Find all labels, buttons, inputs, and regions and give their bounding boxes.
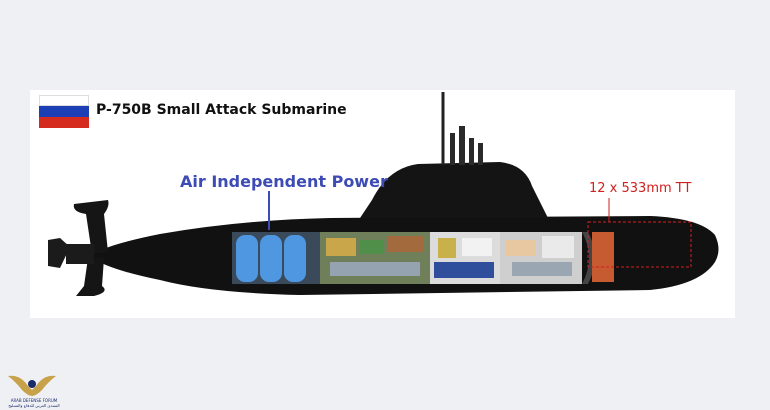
aip-label: Air Independent Power: [180, 172, 388, 191]
upper-rudder: [73, 200, 109, 254]
aip-tank: [260, 235, 282, 282]
periscope-1: [450, 133, 455, 165]
torpedo-room: [592, 232, 614, 282]
bunk-detail: [434, 262, 494, 278]
bulkhead: [582, 232, 595, 284]
torpedo-tubes-label: 12 x 533mm TT: [589, 181, 692, 196]
propeller: [48, 238, 70, 268]
console-detail: [438, 238, 456, 258]
stern-hub: [66, 244, 94, 264]
aip-tank: [236, 235, 258, 282]
watermark-text: ARAB DEFENSE FORUM المنتدى العربي للدفاع…: [6, 398, 62, 408]
crew-detail: [512, 262, 572, 276]
periscope-3: [469, 138, 474, 165]
crew-detail: [506, 240, 536, 256]
console-detail: [462, 238, 492, 256]
flag-white-stripe: [39, 95, 89, 106]
machinery-detail: [326, 238, 356, 256]
watermark-line-2: المنتدى العربي للدفاع والتسليح: [8, 403, 60, 408]
lower-rudder: [76, 258, 105, 296]
torpedo-tubes-box: [587, 221, 692, 268]
watermark-line-1: ARAB DEFENSE FORUM: [10, 398, 58, 403]
periscope-4: [478, 143, 483, 165]
machinery-detail: [388, 236, 424, 252]
aip-tank: [284, 235, 306, 282]
diagram-title: P-750B Small Attack Submarine: [96, 102, 347, 118]
machinery-detail: [330, 262, 420, 276]
crew-detail: [542, 236, 574, 258]
periscope-2: [459, 126, 465, 165]
russia-flag-icon: [39, 95, 89, 128]
submarine-sail: [360, 162, 548, 218]
watermark-logo-icon: [8, 375, 56, 396]
flag-blue-stripe: [39, 106, 89, 117]
machinery-detail: [360, 240, 384, 254]
flag-red-stripe: [39, 117, 89, 128]
